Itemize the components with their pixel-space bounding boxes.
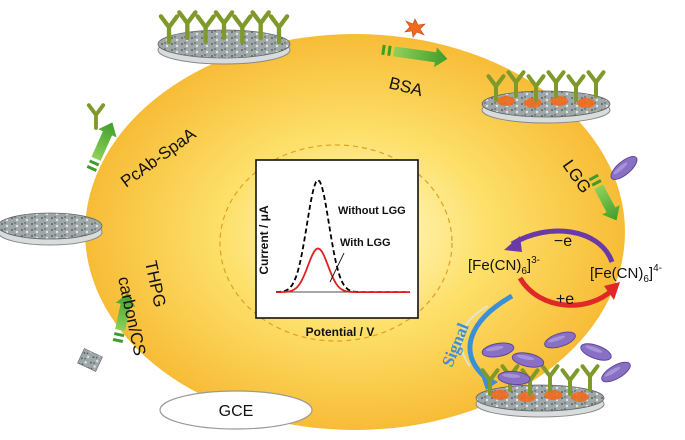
lgg-bound-electrode [475,328,634,418]
ferrocyanide-label: [Fe(CN)6]4- [590,263,662,285]
inset-xlabel: Potential / V [306,325,375,339]
reduction-arrowhead [604,282,620,300]
legend-without-lgg: Without LGG [338,205,406,217]
lgg-bacterium-icon [607,152,641,184]
dashed-circle [219,144,453,342]
redox-cycle: −e +e [Fe(CN)6]3- [Fe(CN)6]4- [468,228,662,308]
antibody-icon [586,70,606,98]
inset-chart-frame [255,159,419,319]
antibody-icon [86,103,106,130]
modified-electrode [0,212,103,246]
inset-ylabel: Current / μA [257,205,271,275]
inset-chart: Current / μA Potential / V Without LGG W… [255,159,419,339]
arrow-step-4 [588,173,620,221]
electron-loss-label: −e [554,233,572,250]
gce-label: GCE [219,403,254,420]
bsa-blob [550,96,569,106]
oxidation-arrowhead [504,236,522,252]
bsa-blob [544,390,563,400]
bsa-blob [577,98,595,108]
series-with-lgg [276,247,410,293]
gce-electrode: GCE [159,390,313,430]
ferricyanide-label: [Fe(CN)6]3- [468,255,540,277]
arrow-step-1 [112,293,136,343]
lgg-bacterium-icon [578,339,614,365]
antibody-icon [580,364,600,392]
bsa-icon [404,18,426,38]
electron-gain-label: +e [556,291,574,308]
with-lgg-pointer [329,252,345,283]
carbon-sheet-icon [77,348,103,372]
bsa-blob [497,96,515,106]
bsa-electrode [481,70,611,124]
antibody-electrode [157,12,291,65]
bsa-blob [571,392,589,402]
lgg-bacterium-icon [598,357,634,387]
reduction-arc [517,276,614,308]
bsa-blob [491,390,509,400]
bsa-blob [517,392,536,402]
oxidation-arc [510,228,615,263]
legend-with-lgg: With LGG [340,237,391,249]
arrow-step-3 [381,44,448,68]
bsa-blob [523,98,542,108]
arrow-step-2 [86,122,117,172]
